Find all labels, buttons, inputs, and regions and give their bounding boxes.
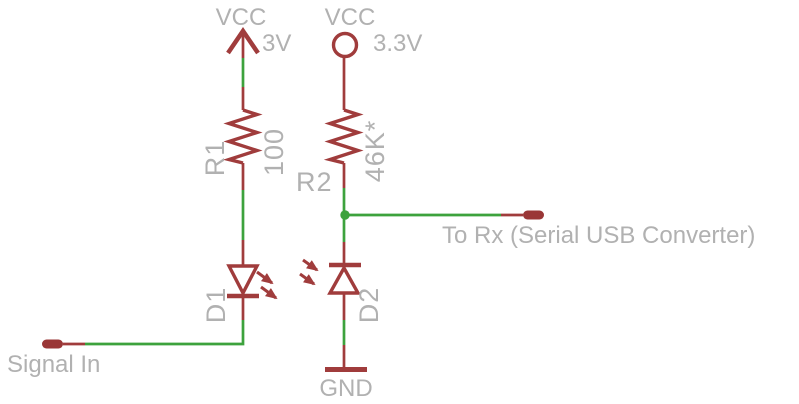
to-rx-port: To Rx (Serial USB Converter) bbox=[442, 210, 755, 249]
vcc-arrow-icon bbox=[226, 27, 260, 55]
d1-designator: D1 bbox=[201, 287, 231, 324]
vcc-3v3-supply: VCC 3.3V bbox=[325, 4, 422, 59]
vcc-3v3-label: VCC bbox=[325, 4, 376, 31]
to-rx-pad-icon bbox=[523, 210, 544, 220]
d1-emission-arrow-1 bbox=[256, 270, 274, 285]
component-pins bbox=[63, 32, 523, 367]
d2-triangle-icon bbox=[327, 264, 361, 295]
gnd-symbol: GND bbox=[319, 367, 373, 402]
gnd-label: GND bbox=[319, 375, 372, 402]
vcc-3v-supply: VCC 3V bbox=[216, 4, 292, 57]
d2-incoming-arrow-2 bbox=[299, 272, 316, 286]
to-rx-label: To Rx (Serial USB Converter) bbox=[442, 222, 755, 249]
signal-in-pad-icon bbox=[42, 339, 63, 349]
vcc-circle-icon bbox=[331, 31, 359, 59]
signal-in-port: Signal In bbox=[7, 339, 100, 378]
r2-zigzag-icon bbox=[323, 108, 364, 165]
led-d1: D1 bbox=[201, 264, 278, 324]
vcc-3v3-voltage: 3.3V bbox=[373, 30, 422, 57]
d1-triangle-icon bbox=[226, 264, 260, 297]
vcc-3v-label: VCC bbox=[216, 4, 267, 31]
d1-emission-arrow-2 bbox=[260, 285, 278, 300]
resistor-r1: R1 100 bbox=[200, 108, 289, 177]
r1-value: 100 bbox=[259, 128, 289, 176]
net-wires bbox=[85, 58, 501, 346]
wire-d1-to-signal-in bbox=[85, 320, 245, 346]
r1-designator: R1 bbox=[200, 140, 230, 177]
r1-zigzag-icon bbox=[222, 108, 263, 165]
r2-designator: R2 bbox=[296, 167, 333, 197]
junction-dot bbox=[340, 210, 350, 220]
led-d2: D2 bbox=[299, 258, 384, 324]
vcc-3v-voltage: 3V bbox=[262, 30, 291, 57]
d2-incoming-arrow-1 bbox=[302, 258, 319, 272]
resistor-r2: R2 46K* bbox=[296, 108, 390, 197]
signal-in-label: Signal In bbox=[7, 351, 100, 378]
r2-value: 46K* bbox=[360, 120, 390, 183]
d2-designator: D2 bbox=[354, 287, 384, 324]
